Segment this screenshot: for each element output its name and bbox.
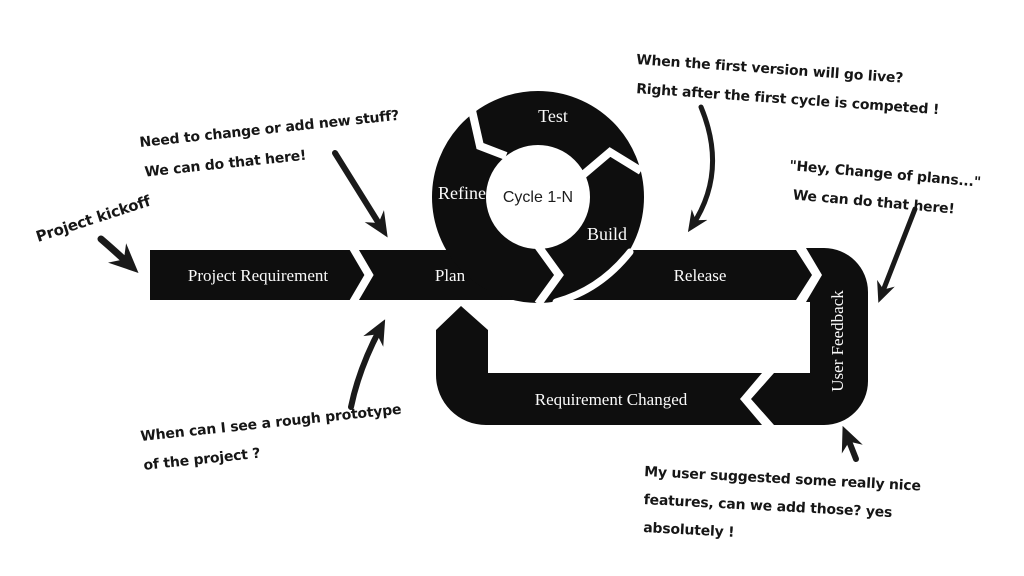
ring-cut-build-test [574,147,644,184]
segment-label-user-feedback: User Feedback [828,290,847,392]
annotation-line: Project kickoff [34,192,154,246]
user-suggested-arrow [841,425,863,462]
cycle-ring [432,91,644,303]
chevron-gap-requirement-plan [348,243,374,307]
cycle-step-refine: Refine [438,183,486,203]
annotation-need-change: Need to change or add new stuff? We can … [139,108,400,181]
segment-label-release: Release [674,266,727,285]
segment-label-requirement-changed: Requirement Changed [535,390,688,409]
annotation-line: When can I see a rough prototype [140,402,402,445]
annotation-change-of-plans: "Hey, Change of plans..." We can do that… [789,158,982,218]
ring-cut-test-refine [467,105,508,160]
annotation-line: of the project ? [143,446,261,474]
cycle-step-build: Build [587,224,627,244]
segment-label-project-requirement: Project Requirement [188,266,328,285]
annotation-line: My user suggested some really nice [644,464,921,494]
requirement-changed-band [436,306,762,425]
user-feedback-uturn [751,248,868,425]
annotation-line: absolutely ! [643,520,735,541]
annotation-first-version: When the first version will go live? Rig… [636,52,940,118]
annotation-project-kickoff: Project kickoff [34,192,154,246]
chevron-gap-plan-release [534,243,564,307]
annotation-line: features, can we add those? yes [643,492,892,521]
annotation-line: "Hey, Change of plans..." [789,158,982,191]
first-version-arrow [687,104,716,233]
annotation-line: We can do that here! [144,148,307,181]
need-change-arrow [332,150,388,238]
annotation-rough-prototype: When can I see a rough prototype of the … [140,402,402,474]
kickoff-arrow [97,235,139,274]
annotation-user-suggested: My user suggested some really nice featu… [643,464,921,541]
ring-band-separator [552,248,634,306]
rough-prototype-arrow [348,319,386,410]
cycle-center-label: Cycle 1-N [503,189,573,206]
segment-label-plan: Plan [435,266,466,285]
cycle-step-test: Test [538,106,568,126]
annotation-line: Right after the first cycle is competed … [636,81,940,118]
annotation-line: We can do that here! [792,187,955,217]
annotation-line: When the first version will go live? [636,52,904,87]
change-of-plans-arrow [877,206,918,303]
annotation-line: Need to change or add new stuff? [139,108,400,151]
